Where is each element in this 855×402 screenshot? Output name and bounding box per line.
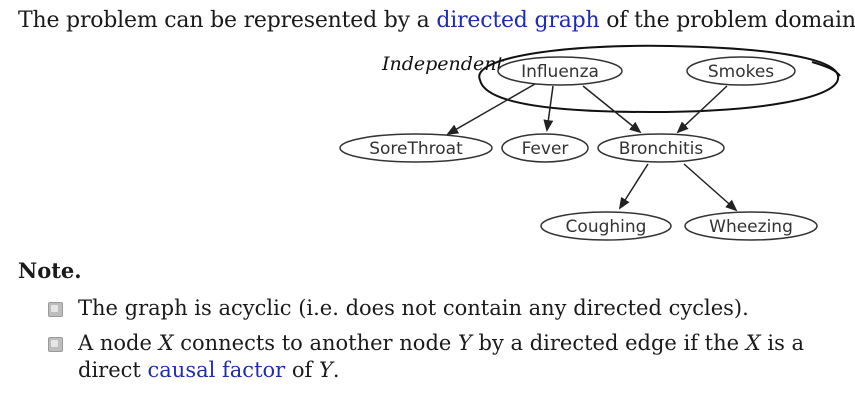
- independent-annotation: Independent: [381, 53, 504, 75]
- node-fever: Fever: [501, 133, 589, 163]
- bullet-icon: [48, 302, 63, 317]
- text-fragment: connects to another node: [173, 331, 458, 355]
- text-fragment: by a directed edge if the: [471, 331, 746, 355]
- node-bronchitis: Bronchitis: [597, 133, 725, 163]
- edge-bronchitis-wheezing: [683, 163, 738, 212]
- annotation-tail: [811, 61, 841, 77]
- edge-bronchitis-coughing: [618, 163, 649, 210]
- bullet-text-edge-definition: A node X connects to another node Y by a…: [78, 331, 804, 382]
- edge-influenza-bronchitis: [582, 85, 642, 134]
- edges: [446, 83, 738, 212]
- directed-graph-link[interactable]: directed graph: [436, 8, 600, 33]
- edge-influenza-fever: [543, 85, 554, 132]
- list-item: A node X connects to another node Y by a…: [48, 330, 808, 384]
- node-wheezing: Wheezing: [684, 211, 818, 241]
- causal-factor-link[interactable]: causal factor: [147, 358, 286, 382]
- node-wheezing-label: Wheezing: [709, 217, 793, 237]
- node-fever-label: Fever: [522, 139, 569, 159]
- text-fragment: A node: [78, 331, 159, 355]
- var-y: Y: [318, 358, 333, 382]
- list-item: The graph is acyclic (i.e. does not cont…: [48, 295, 808, 322]
- independent-annotation-loop: [478, 44, 840, 114]
- node-influenza-label: Influenza: [521, 62, 599, 82]
- edge-smokes-bronchitis: [676, 85, 728, 134]
- node-smokes: Smokes: [686, 56, 796, 86]
- bullet-text-acyclic: The graph is acyclic (i.e. does not cont…: [78, 296, 749, 320]
- node-bronchitis-label: Bronchitis: [619, 139, 704, 159]
- var-y: Y: [458, 331, 472, 355]
- note-title: Note.: [18, 258, 82, 283]
- node-coughing-label: Coughing: [566, 217, 647, 237]
- node-sorethroat-label: SoreThroat: [369, 139, 463, 159]
- text-fragment: .: [332, 358, 340, 382]
- edge-influenza-sorethroat: [446, 83, 536, 135]
- node-smokes-label: Smokes: [708, 62, 774, 82]
- text-fragment: is a direct: [78, 331, 805, 382]
- note-list: The graph is acyclic (i.e. does not cont…: [48, 295, 808, 392]
- var-x: X: [158, 331, 174, 355]
- node-influenza: Influenza: [497, 56, 623, 86]
- node-coughing: Coughing: [540, 211, 672, 241]
- bayes-network-diagram: Independent Influenza Smokes SoreThroat …: [339, 44, 841, 241]
- bullet-icon: [48, 337, 63, 352]
- intro-sentence: The problem can be represented by a dire…: [18, 8, 855, 33]
- intro-text-after: of the problem domain:: [599, 8, 855, 33]
- var-x: X: [745, 331, 761, 355]
- node-sorethroat: SoreThroat: [339, 133, 493, 163]
- intro-text-before: The problem can be represented by a: [18, 8, 437, 33]
- text-fragment: of: [285, 358, 319, 382]
